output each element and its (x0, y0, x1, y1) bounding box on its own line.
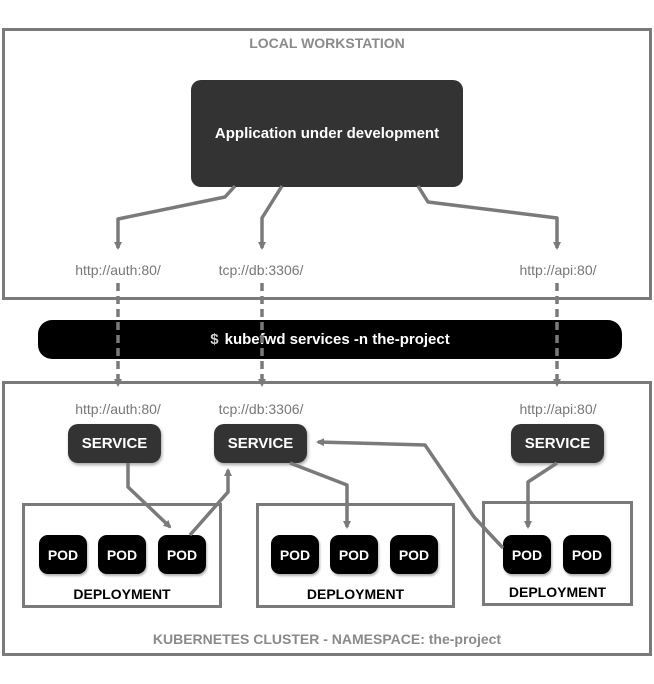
local-workstation-title: LOCAL WORKSTATION (249, 35, 405, 51)
command-text: kubefwd services -n the-project (224, 331, 450, 348)
connector-pod-to-service-db (188, 468, 232, 537)
deployment-1-pod-1: POD (39, 535, 87, 574)
workstation-endpoint-auth: http://auth:80/ (75, 262, 161, 278)
deployment-1-pod-2: POD (98, 535, 146, 574)
local-workstation-frame (2, 28, 652, 300)
service-endpoint-db: tcp://db:3306/ (218, 401, 304, 417)
connector-app-to-db (258, 185, 284, 250)
deployment-3-pod-1: POD (503, 535, 551, 574)
deployment-2-pod-2: POD (330, 535, 378, 574)
deployment-2-pod-3: POD (390, 535, 438, 574)
service-endpoint-api: http://api:80/ (519, 401, 597, 417)
application-box: Application under development (191, 80, 463, 187)
deployment-3-label: DEPLOYMENT (508, 584, 607, 600)
deployment-1-label: DEPLOYMENT (73, 586, 171, 602)
service-auth: SERVICE (68, 424, 161, 463)
kubefwd-command-bar: $ kubefwd services -n the-project (38, 320, 622, 359)
connector-service-db-to-pod (289, 461, 351, 529)
deployment-2-pod-1: POD (271, 535, 319, 574)
service-endpoint-auth: http://auth:80/ (75, 401, 161, 417)
service-db: SERVICE (214, 424, 307, 463)
kubernetes-cluster-title: KUBERNETES CLUSTER - NAMESPACE: the-proj… (152, 631, 502, 647)
connector-service-auth-to-pod (126, 463, 172, 529)
kubernetes-cluster-frame (2, 381, 652, 656)
connector-app-to-api (416, 185, 561, 250)
deployment-2-label: DEPLOYMENT (306, 586, 405, 602)
workstation-endpoint-api: http://api:80/ (519, 262, 597, 278)
deployment-1-pod-3: POD (158, 535, 206, 574)
command-prompt: $ (210, 331, 219, 348)
connector-pod-to-service-db-long (316, 438, 505, 550)
workstation-endpoint-db: tcp://db:3306/ (218, 262, 304, 278)
deployment-3-pod-2: POD (563, 535, 611, 574)
service-api: SERVICE (511, 424, 604, 463)
connector-app-to-auth (114, 184, 237, 250)
connector-service-api-to-pod (524, 461, 558, 529)
